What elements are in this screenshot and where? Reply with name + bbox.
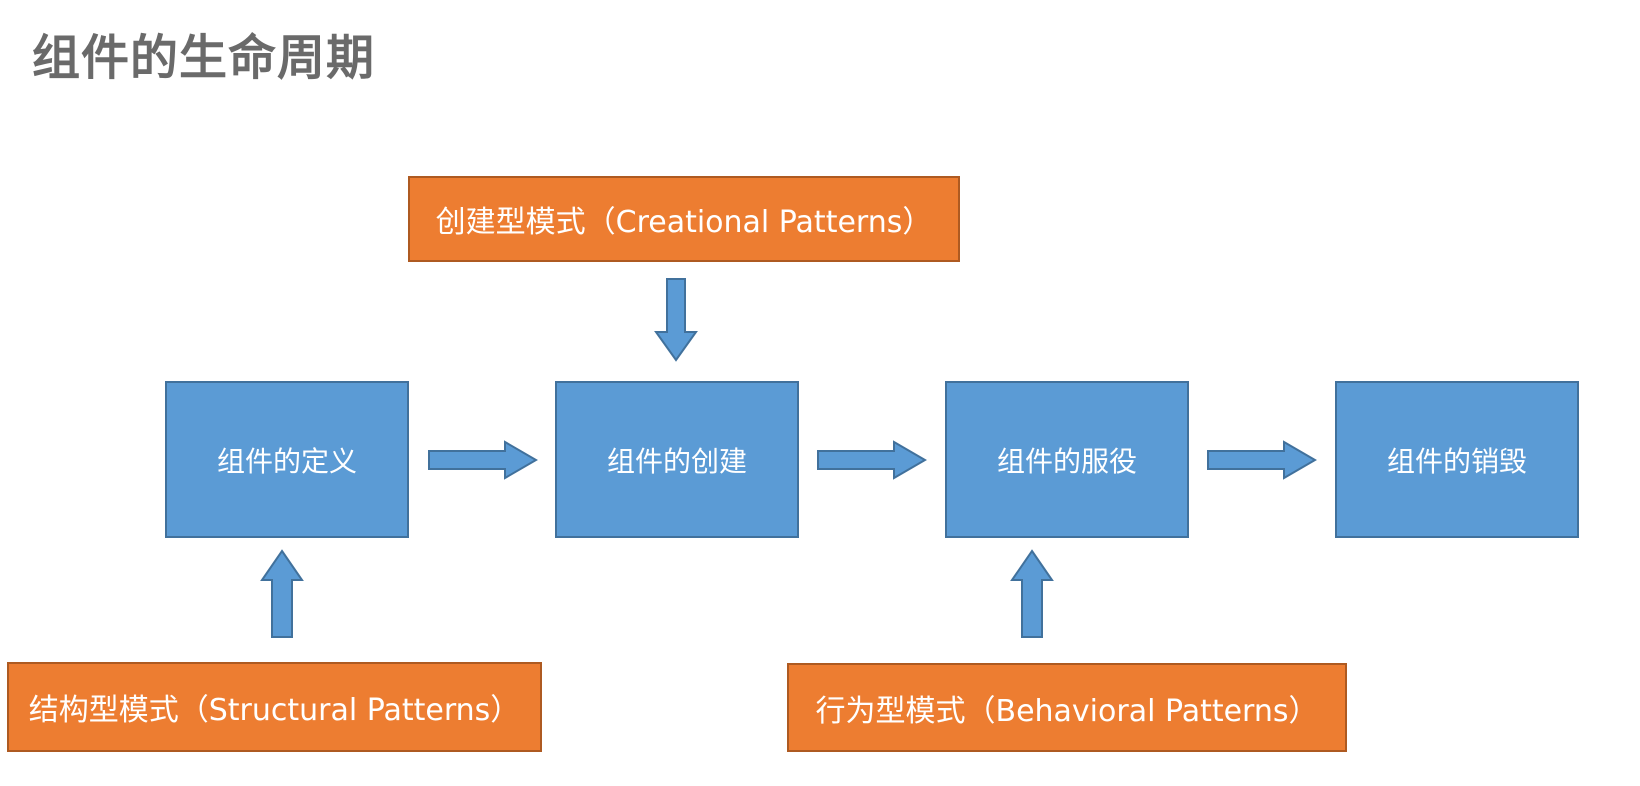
stage-box-creation: 组件的创建	[555, 381, 799, 538]
arrow-down-icon	[654, 278, 698, 362]
behavioral-patterns-box: 行为型模式（Behavioral Patterns）	[787, 663, 1347, 752]
structural-patterns-box: 结构型模式（Structural Patterns）	[7, 662, 542, 752]
arrow-up-icon	[260, 549, 304, 638]
arrow-up-icon	[1010, 549, 1054, 638]
page-title: 组件的生命周期	[32, 30, 376, 86]
arrow-right-icon	[1207, 440, 1317, 480]
arrow-right-icon	[428, 440, 538, 480]
arrow-right-icon	[817, 440, 927, 480]
stage-service-label: 组件的服役	[996, 444, 1137, 478]
stage-box-destruction: 组件的销毁	[1335, 381, 1579, 538]
structural-patterns-label: 结构型模式（Structural Patterns）	[28, 693, 521, 728]
stage-box-definition: 组件的定义	[165, 381, 409, 538]
stage-creation-label: 组件的创建	[606, 444, 747, 478]
behavioral-patterns-label: 行为型模式（Behavioral Patterns）	[815, 693, 1319, 729]
stage-definition-label: 组件的定义	[216, 444, 357, 478]
creational-patterns-label: 创建型模式（Creational Patterns）	[435, 205, 933, 240]
stage-box-service: 组件的服役	[945, 381, 1189, 538]
creational-patterns-box: 创建型模式（Creational Patterns）	[408, 176, 960, 262]
stage-destruction-label: 组件的销毁	[1386, 444, 1527, 478]
